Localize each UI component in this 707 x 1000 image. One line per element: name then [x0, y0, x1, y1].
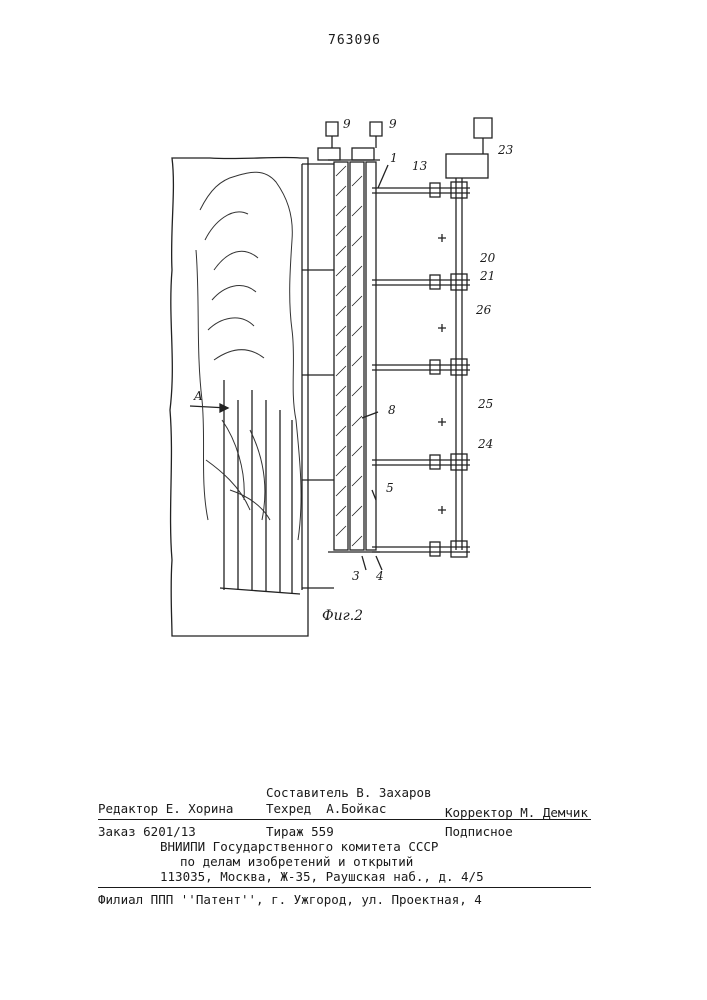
callout-A: A — [193, 389, 203, 403]
address: 113035, Москва, Ж-35, Раушская наб., д. … — [160, 869, 484, 884]
callout-5: 5 — [386, 481, 394, 495]
callout-26: 26 — [475, 303, 492, 317]
techred: Техред А.Бойкас — [266, 801, 386, 816]
callout-9b: 9 — [389, 117, 397, 131]
callout-9a: 9 — [343, 117, 351, 131]
callout-23: 23 — [497, 143, 514, 157]
callout-1: 1 — [390, 151, 398, 165]
callout-13: 13 — [412, 159, 428, 173]
corrector: Корректор М. Демчик — [445, 805, 588, 820]
composer: Составитель В. Захаров — [266, 785, 432, 800]
divider-bottom — [98, 887, 591, 888]
order: Заказ 6201/13 — [98, 824, 196, 839]
callout-21: 21 — [479, 269, 495, 283]
editor: Редактор Е. Хорина — [98, 801, 233, 816]
figure-caption: Фиг.2 — [322, 608, 363, 624]
branch: Филиал ППП ''Патент'', г. Ужгород, ул. П… — [98, 892, 482, 907]
org-line-2: по делам изобретений и открытий — [180, 854, 413, 869]
org-line-1: ВНИИПИ Государственного комитета СССР — [160, 839, 438, 854]
callout-8: 8 — [388, 403, 396, 417]
figure-2-drawing: 9 9 1 13 23 20 21 26 A 8 25 24 5 3 4 — [0, 0, 707, 640]
callout-4: 4 — [375, 569, 384, 583]
callout-24: 24 — [477, 437, 493, 451]
circulation: Тираж 559 — [266, 824, 334, 839]
chamber-outline — [170, 157, 308, 636]
callout-3: 3 — [352, 569, 360, 583]
divider-top — [98, 819, 591, 820]
subscription: Подписное — [445, 824, 513, 839]
callout-20: 20 — [479, 251, 496, 265]
callout-25: 25 — [477, 397, 493, 411]
